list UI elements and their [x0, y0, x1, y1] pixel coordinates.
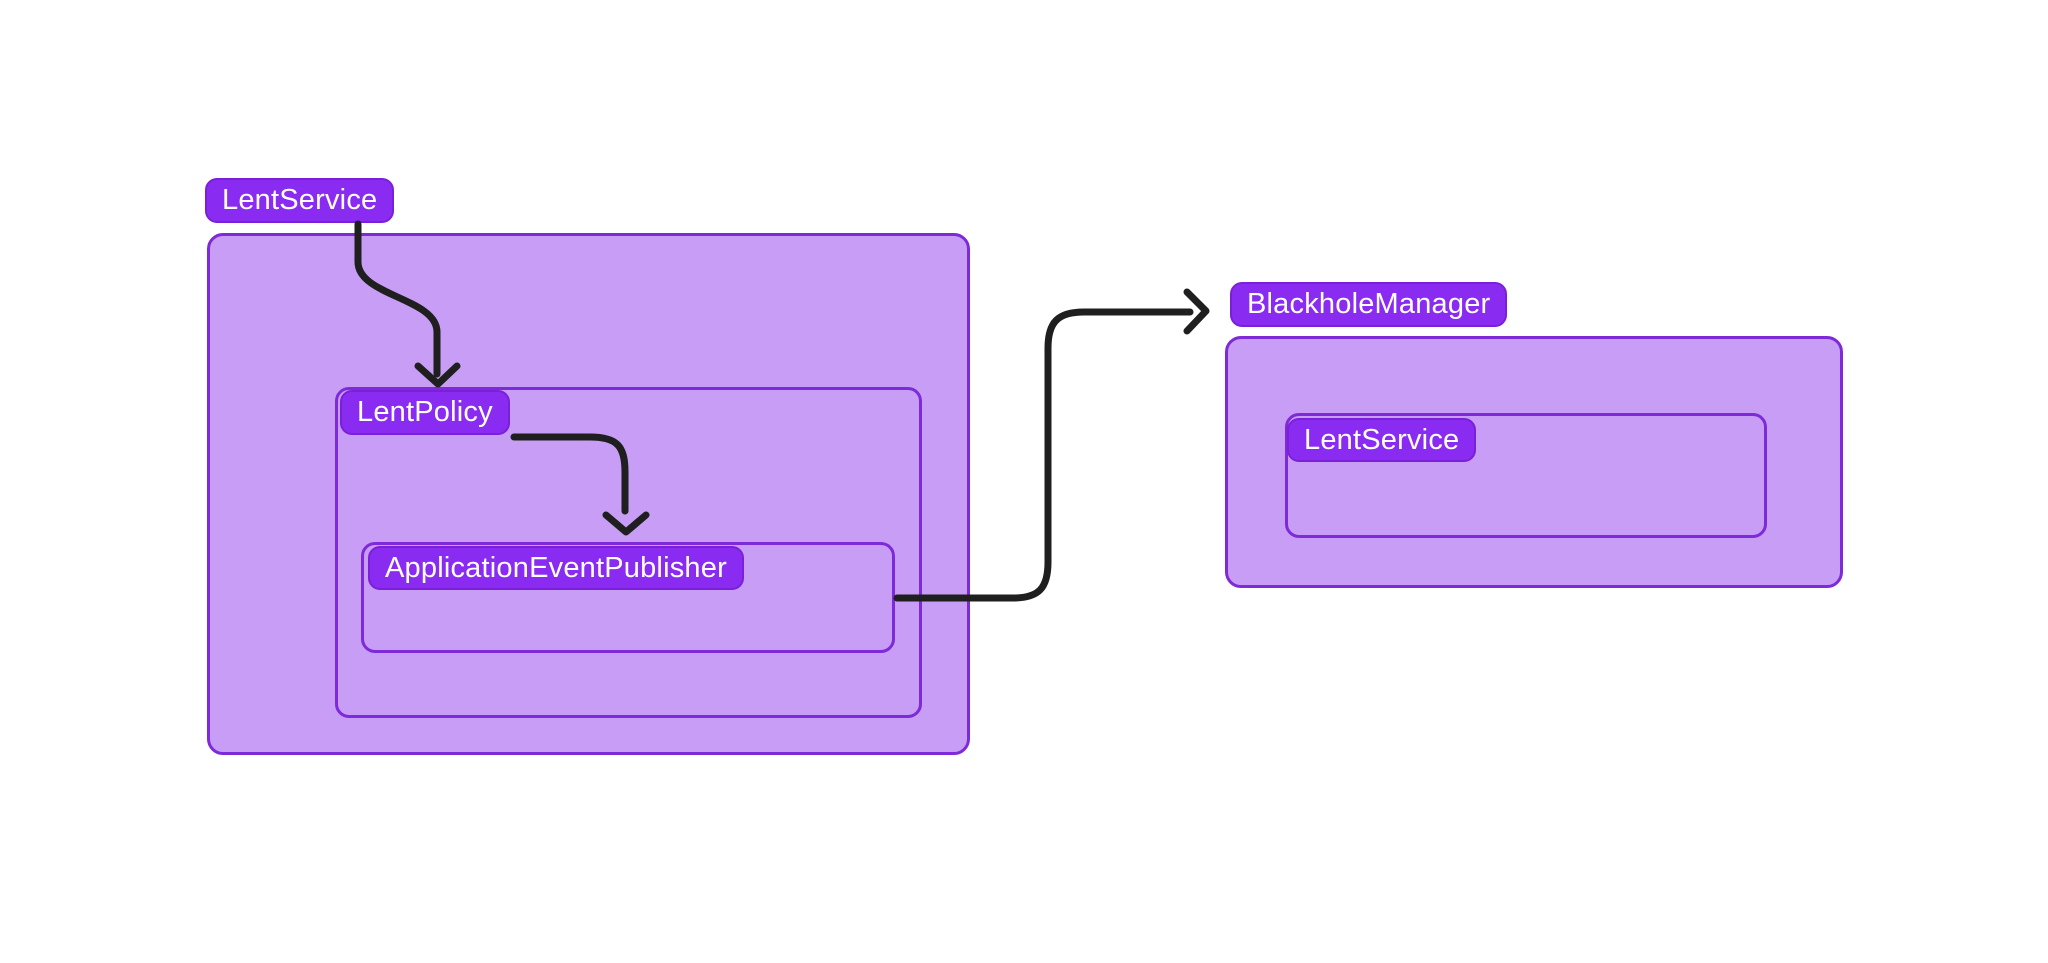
lent-service-right-badge: LentService [1287, 418, 1477, 462]
application-event-publisher-badge: ApplicationEventPublisher [368, 546, 744, 590]
lent-policy-badge: LentPolicy [340, 390, 510, 435]
blackhole-manager-badge: BlackholeManager [1230, 282, 1508, 327]
lent-service-left-badge: LentService [205, 178, 395, 223]
arrow-head-right-icon [1183, 288, 1210, 335]
